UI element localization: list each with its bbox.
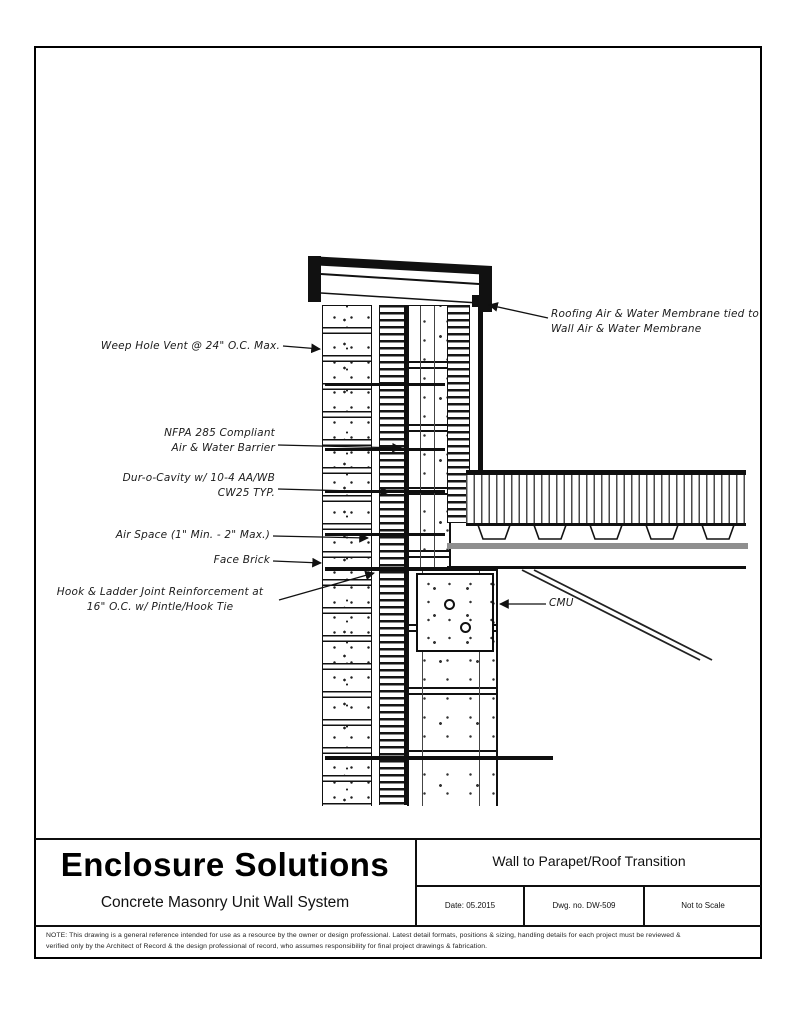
joint-reinforcement-tie <box>325 533 445 536</box>
callout-weep-hole: Weep Hole Vent @ 24" O.C. Max. <box>58 339 280 354</box>
termination-bar <box>472 295 486 307</box>
roof-membrane-line <box>466 470 746 474</box>
cmu-parapet-wythe <box>407 305 451 569</box>
callout-cavity-line1: Dur-o-Cavity w/ 10-4 AA/WB <box>122 472 275 484</box>
roof-insulation <box>466 474 746 526</box>
title-block-vertical-divider <box>415 838 417 927</box>
face-brick-veneer <box>322 305 372 806</box>
title-block-mid-rule <box>417 885 761 887</box>
cmu-face-shell-line <box>479 569 481 806</box>
scale-cell: Not to Scale <box>681 901 725 910</box>
callout-joint-reinf-line1: Hook & Ladder Joint Reinforcement at <box>56 586 264 598</box>
callout-cmu: CMU <box>549 596 599 611</box>
air-water-barrier-line <box>404 305 407 805</box>
drawing-number-cell: Dwg. no. DW-509 <box>552 901 616 910</box>
bond-beam <box>416 573 494 652</box>
date-cell: Date: 05.2015 <box>444 901 496 910</box>
disclaimer-note-line1: NOTE: This drawing is a general referenc… <box>46 932 681 939</box>
callout-nfpa-barrier: NFPA 285 Compliant Air & Water Barrier <box>108 426 275 456</box>
joint-reinforcement-tie <box>325 448 445 451</box>
callout-roof-membrane: Roofing Air & Water Membrane tied to Wal… <box>551 307 766 337</box>
cavity-insulation-layer <box>379 305 406 805</box>
cell-divider <box>523 887 525 925</box>
callout-nfpa-line1: NFPA 285 Compliant <box>164 427 275 439</box>
callout-air-space-text: Air Space (1" Min. - 2" Max.) <box>115 529 270 541</box>
title-block-top-rule <box>35 838 761 840</box>
cell-divider <box>643 887 645 925</box>
callout-nfpa-line2: Air & Water Barrier <box>171 442 275 454</box>
callout-cavity-product: Dur-o-Cavity w/ 10-4 AA/WB CW25 TYP. <box>82 471 275 501</box>
callout-roof-membrane-line1: Roofing Air & Water Membrane tied to <box>551 308 760 320</box>
joint-reinforcement-tie <box>325 756 553 760</box>
callout-weep-hole-text: Weep Hole Vent @ 24" O.C. Max. <box>100 340 280 352</box>
system-subtitle: Concrete Masonry Unit Wall System <box>100 894 350 911</box>
company-name: Enclosure Solutions <box>60 846 390 883</box>
deck-bearing-line <box>447 566 746 569</box>
callout-face-brick-text: Face Brick <box>213 554 270 566</box>
callout-air-space: Air Space (1" Min. - 2" Max.) <box>93 528 270 543</box>
joint-reinforcement-tie <box>325 567 497 571</box>
parapet-base-flashing <box>447 305 470 523</box>
cmu-face-shell-line <box>434 306 436 569</box>
disclaimer-note-line2: verified only by the Architect of Record… <box>46 943 488 950</box>
membrane-vertical-termination <box>478 306 483 474</box>
drawing-title: Wall to Parapet/Roof Transition <box>492 853 686 869</box>
cmu-face-shell-line <box>420 306 422 569</box>
joint-reinforcement-tie <box>325 383 445 386</box>
roof-structure-band <box>447 543 748 549</box>
callout-cavity-line2: CW25 TYP. <box>217 487 275 499</box>
title-block-bottom-rule <box>35 925 761 927</box>
rebar-section <box>460 622 471 633</box>
callout-joint-reinf-line2: 16" O.C. w/ Pintle/Hook Tie <box>86 601 234 613</box>
sheet-border <box>34 46 762 959</box>
cmu-face-shell-line <box>422 569 424 806</box>
callout-cmu-text: CMU <box>549 597 574 609</box>
callout-roof-membrane-line2: Wall Air & Water Membrane <box>551 323 702 335</box>
rebar-section <box>444 599 455 610</box>
callout-joint-reinforcement: Hook & Ladder Joint Reinforcement at 16"… <box>44 585 276 615</box>
callout-face-brick: Face Brick <box>148 553 270 568</box>
joint-reinforcement-tie <box>325 490 445 493</box>
